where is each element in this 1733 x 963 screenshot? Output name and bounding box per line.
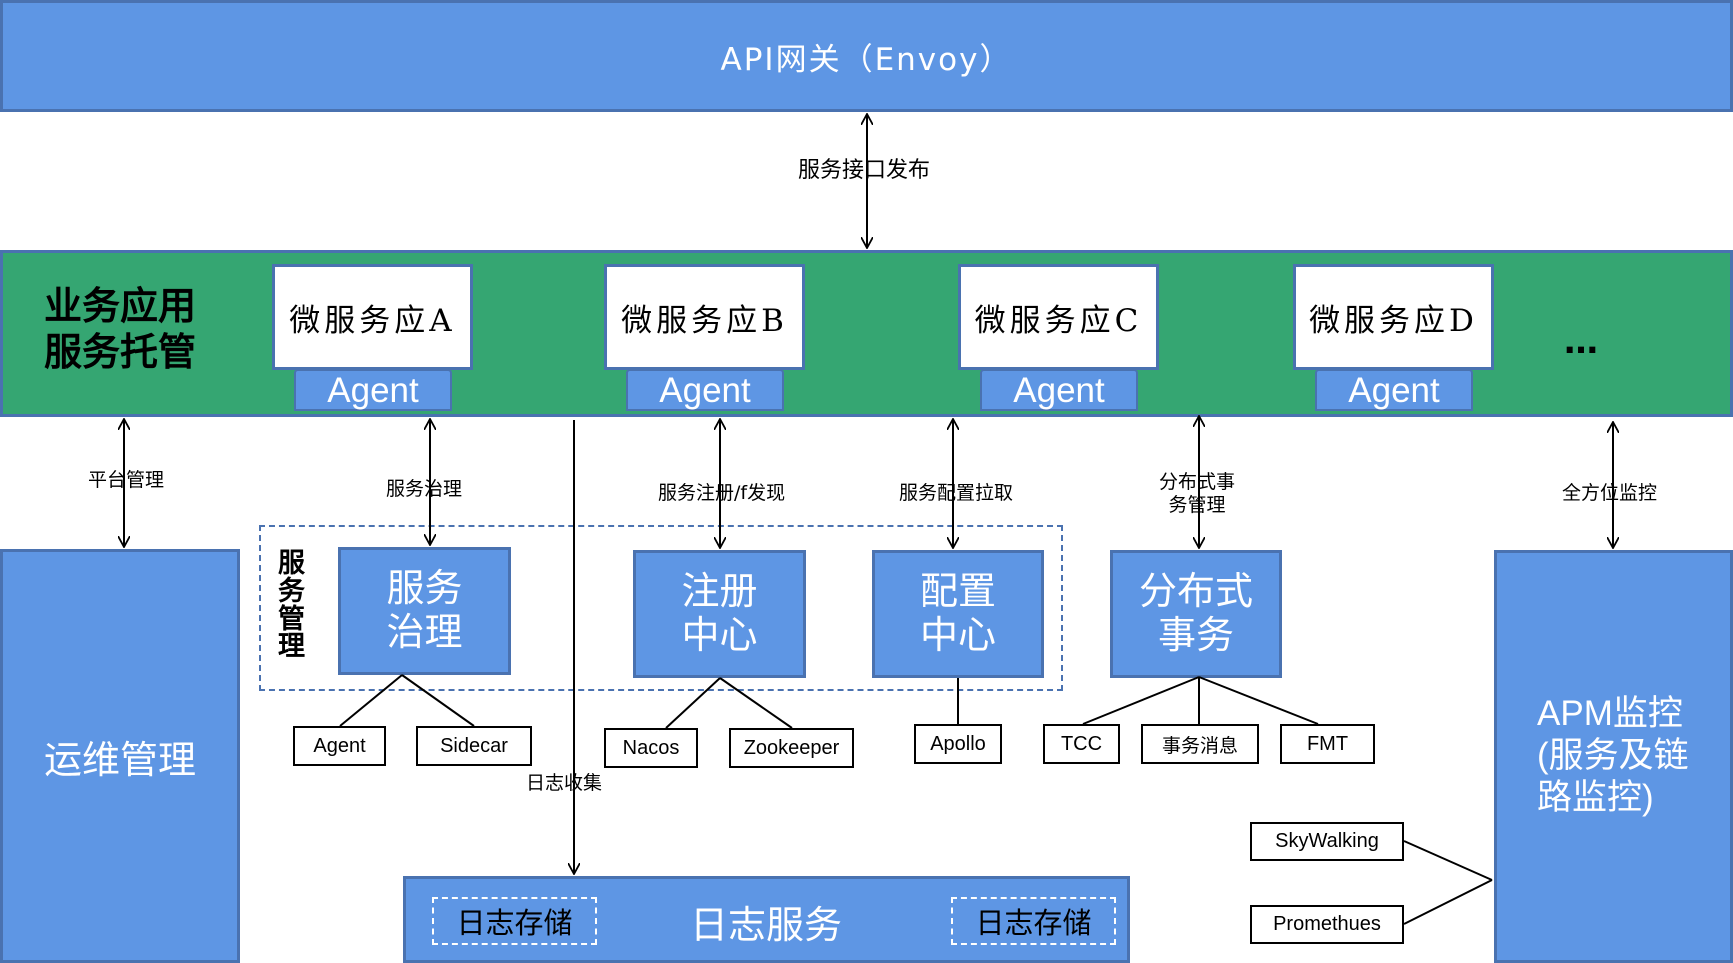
agent-d[interactable]: Agent (1315, 369, 1473, 411)
apm-monitoring-title: APM监控 (服务及链 路监控) (1537, 694, 1689, 817)
leaf-skywalking[interactable]: SkyWalking (1250, 822, 1404, 861)
service-governance-box[interactable]: 服务 治理 (338, 547, 511, 675)
agent-c[interactable]: Agent (980, 369, 1138, 411)
label-platform-mgmt: 平台管理 (88, 469, 165, 491)
log-service-box[interactable]: 日志存储 日志服务 日志存储 (403, 876, 1130, 963)
service-management-group (259, 525, 1063, 691)
ops-management-box[interactable]: 运维管理 (0, 549, 240, 963)
label-log-collect: 日志收集 (526, 772, 603, 794)
leaf-nacos[interactable]: Nacos (604, 728, 698, 768)
distributed-transaction-box[interactable]: 分布式 事务 (1110, 550, 1282, 678)
leaf-tcc[interactable]: TCC (1043, 724, 1120, 764)
label-service-governance: 服务治理 (386, 478, 463, 500)
api-gateway-bar[interactable]: API网关（Envoy） (0, 0, 1733, 112)
label-config-pull: 服务配置拉取 (899, 482, 1014, 504)
leaf-apollo[interactable]: Apollo (914, 724, 1002, 764)
leaf-agent[interactable]: Agent (293, 726, 386, 766)
log-service-title: 日志服务 (689, 902, 842, 947)
registry-center-box[interactable]: 注册 中心 (633, 550, 806, 678)
business-hosting-title: 业务应用 服务托管 (44, 284, 197, 375)
leaf-fmt[interactable]: FMT (1280, 724, 1375, 764)
label-dist-tx-mgmt: 分布式事 务管理 (1159, 471, 1236, 516)
label-registry-discovery: 服务注册/f发现 (658, 482, 786, 504)
microservice-c[interactable]: 微服务应C (958, 264, 1159, 370)
agent-a[interactable]: Agent (294, 369, 452, 411)
service-management-label: 服务管理 (278, 548, 305, 663)
log-storage-left[interactable]: 日志存储 (432, 897, 597, 945)
leaf-promethues[interactable]: Promethues (1250, 905, 1404, 944)
more-services-ellipsis: … (1564, 322, 1600, 362)
label-publish: 服务接口发布 (798, 158, 931, 183)
leaf-zookeeper[interactable]: Zookeeper (729, 728, 854, 768)
microservice-a[interactable]: 微服务应A (272, 264, 473, 370)
microservice-d[interactable]: 微服务应D (1293, 264, 1494, 370)
agent-b[interactable]: Agent (626, 369, 784, 411)
apm-monitoring-box[interactable]: APM监控 (服务及链 路监控) (1494, 550, 1733, 963)
label-full-monitoring: 全方位监控 (1562, 482, 1658, 504)
microservice-b[interactable]: 微服务应B (604, 264, 805, 370)
leaf-sidecar[interactable]: Sidecar (416, 726, 532, 766)
api-gateway-title: API网关（Envoy） (720, 41, 1013, 78)
log-storage-right[interactable]: 日志存储 (951, 897, 1116, 945)
leaf-tx-message[interactable]: 事务消息 (1141, 724, 1259, 764)
config-center-box[interactable]: 配置 中心 (872, 550, 1044, 678)
